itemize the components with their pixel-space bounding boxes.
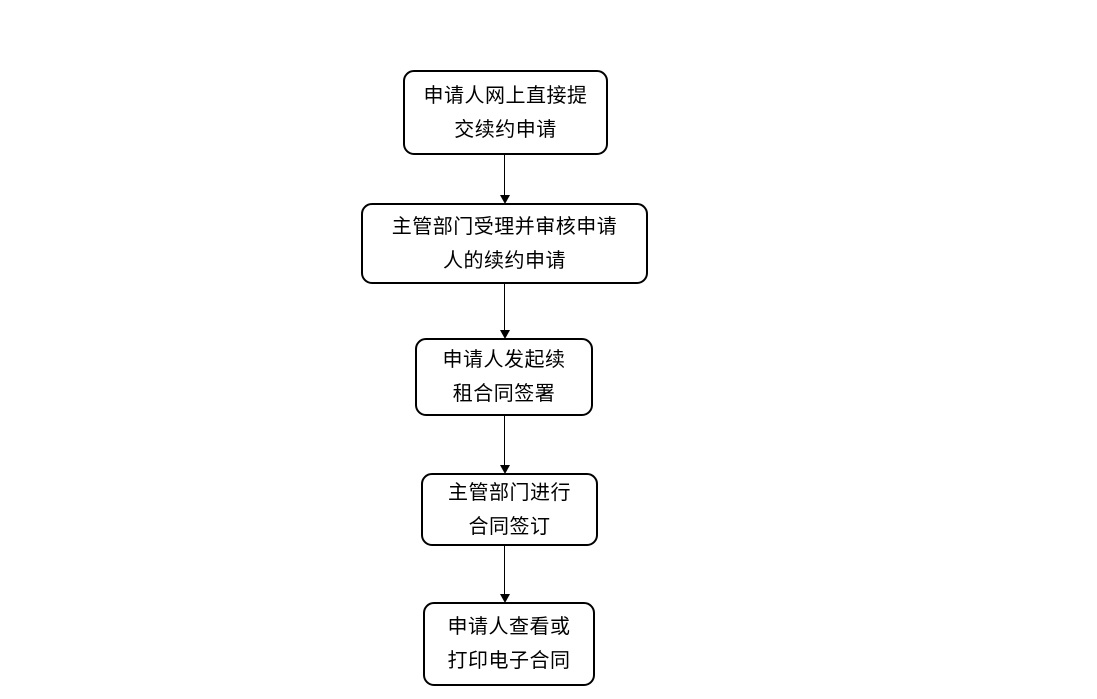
flow-step-text-line: 交续约申请 — [454, 118, 557, 141]
flow-step-text-line: 打印电子合同 — [447, 650, 571, 672]
flow-step-text-line: 主管部门进行 — [448, 481, 571, 504]
arrow-down-icon — [499, 465, 510, 474]
flow-step-department-review-application: 主管部门受理并审核申请 人的续约申请 — [361, 203, 648, 284]
flow-step-view-print-contract: 申请人查看或 打印电子合同 — [423, 602, 595, 686]
flow-step-initiate-contract-signing: 申请人发起续 租合同签署 — [415, 338, 593, 416]
flow-step-text-line: 申请人查看或 — [447, 616, 571, 638]
flow-step-text-line: 主管部门受理并审核申请 — [391, 215, 618, 238]
connector-step4-to-step5 — [499, 545, 510, 603]
arrow-line — [503, 545, 506, 594]
arrow-line — [503, 154, 506, 195]
connector-step1-to-step2 — [499, 154, 510, 204]
flow-step-text-line: 人的续约申请 — [443, 249, 566, 272]
arrow-line — [503, 283, 506, 330]
flow-step-department-sign-contract: 主管部门进行 合同签订 — [421, 473, 598, 546]
flow-step-text-line: 申请人网上直接提 — [423, 84, 588, 107]
flow-step-submit-renewal-application: 申请人网上直接提 交续约申请 — [403, 70, 608, 155]
arrow-line — [503, 415, 506, 465]
flow-step-text-line: 申请人发起续 — [442, 349, 566, 371]
flow-step-text-line: 租合同签署 — [452, 383, 556, 405]
arrow-down-icon — [499, 330, 510, 339]
arrow-down-icon — [499, 195, 510, 204]
arrow-down-icon — [499, 594, 510, 603]
connector-step3-to-step4 — [499, 415, 510, 474]
flow-step-text-line: 合同签订 — [468, 515, 551, 538]
connector-step2-to-step3 — [499, 283, 510, 339]
